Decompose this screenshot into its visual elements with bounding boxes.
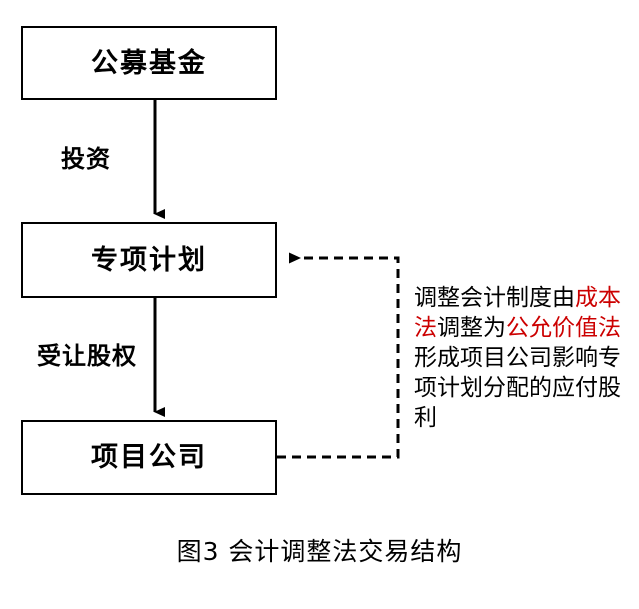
annotation-segment-4: 形成项目公司影响专项计划分配的应付股利 xyxy=(414,345,621,431)
node-special-plan[interactable]: 专项计划 xyxy=(21,222,277,298)
node-public-fund[interactable]: 公募基金 xyxy=(21,26,277,100)
annotation-segment-2: 调整为 xyxy=(437,315,506,341)
node-project-company[interactable]: 项目公司 xyxy=(21,420,277,495)
node-project-company-label: 项目公司 xyxy=(91,442,207,473)
edge-label-equity-transfer: 受让股权 xyxy=(37,342,137,370)
node-public-fund-label: 公募基金 xyxy=(91,47,207,79)
edge-label-invest: 投资 xyxy=(61,145,111,173)
annotation-text: 调整会计制度由成本法调整为公允价值法形成项目公司影响专项计划分配的应付股利 xyxy=(414,283,629,433)
annotation-segment-3: 公允价值法 xyxy=(506,315,621,341)
node-special-plan-label: 专项计划 xyxy=(91,244,207,276)
annotation-segment-1: 成本法 xyxy=(414,285,621,341)
edge-project-to-plan-dashed xyxy=(277,252,400,459)
figure-caption: 图3 会计调整法交易结构 xyxy=(176,537,463,566)
annotation-segment-0: 调整会计制度由 xyxy=(414,285,575,311)
